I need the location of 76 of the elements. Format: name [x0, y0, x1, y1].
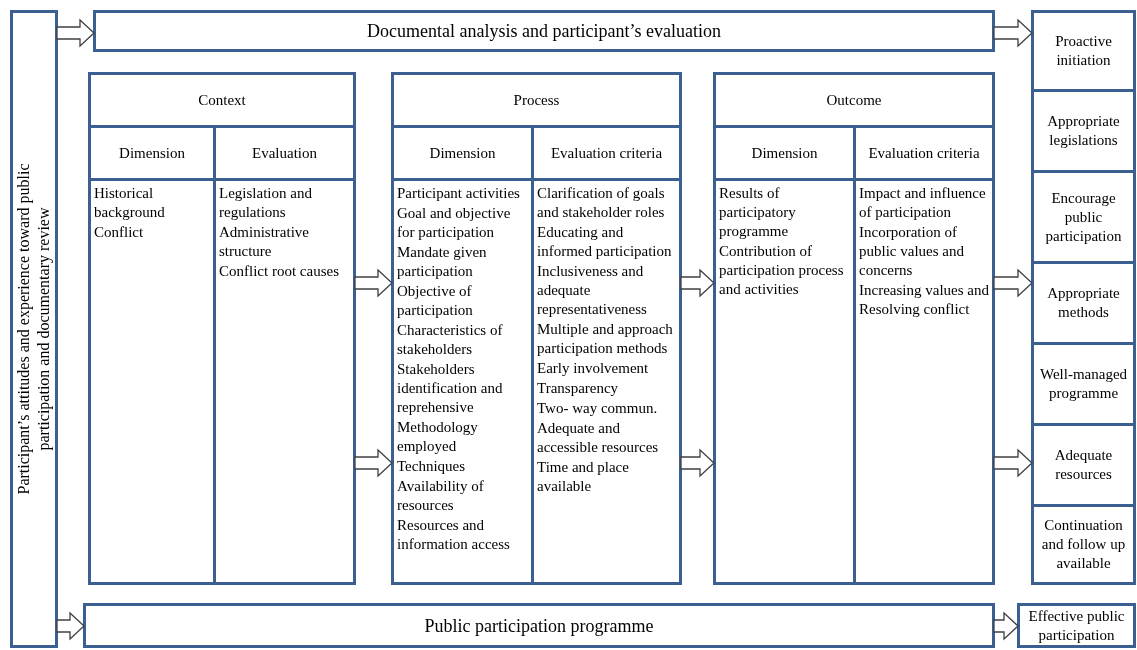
table-column	[91, 125, 216, 582]
outcome-box	[1031, 89, 1136, 173]
criterion-text: Results of participatory programme	[718, 184, 797, 241]
panel-heading: Context	[198, 90, 246, 110]
criterion-text: Resources and information access	[396, 516, 511, 554]
criterion-text: Contribution of participation process and activities	[718, 242, 845, 299]
criterion-text: Participant activities	[396, 184, 521, 203]
criterion-text: Goal and objective for participation	[396, 204, 512, 242]
outcome-box	[1031, 342, 1136, 426]
criterion-text: Techniques	[396, 457, 467, 476]
column-heading: Evaluation criteria	[550, 143, 663, 163]
bar-heading: Documental analysis and participant’s evaluation	[367, 20, 721, 42]
criterion-text: Adequate and accessible resources	[536, 419, 660, 457]
criterion-text: Time and place available	[536, 458, 630, 496]
block-arrow	[993, 448, 1033, 478]
block-arrow	[993, 611, 1019, 641]
criterion-text: Multiple and approach participation methods	[536, 320, 674, 358]
table-column	[394, 125, 534, 582]
block-arrow	[993, 18, 1033, 48]
criterion-text: Early involvement	[536, 359, 650, 378]
criterion-text: Two- way commun.	[536, 399, 659, 418]
criterion-text: Conflict	[93, 223, 145, 242]
box-label: Adequate resources	[1053, 446, 1114, 484]
outcome-box	[1031, 261, 1136, 345]
outcome-box	[1031, 423, 1136, 507]
column-heading: Dimension	[429, 143, 496, 163]
criterion-text: Transparency	[536, 379, 620, 398]
box-label: Appropriate legislations	[1046, 112, 1121, 150]
box-label: Continuation and follow up available	[1040, 516, 1127, 573]
box-label: Well-managed programme	[1038, 365, 1129, 403]
stage-bar	[83, 603, 995, 648]
table-panel	[713, 72, 995, 585]
outcome-box	[1031, 170, 1136, 264]
criterion-text: Inclusiveness and adequate representativeness	[536, 262, 648, 319]
block-arrow	[56, 611, 85, 641]
criterion-text: Mandate given participation	[396, 243, 488, 281]
criterion-text: Methodology employed	[396, 418, 479, 456]
box-label: Proactive initiation	[1054, 32, 1113, 70]
box-label: Appropriate methods	[1046, 284, 1121, 322]
column-heading: Dimension	[119, 143, 185, 163]
block-arrow	[354, 268, 393, 298]
column-heading: Dimension	[751, 143, 818, 163]
criterion-text: Stakeholders identification and reprehensive	[396, 360, 504, 417]
criterion-text: Increasing values and Resolving conflict	[858, 281, 990, 319]
rotated-heading: Participant’s attitudes and experience toward public participation and documentary review	[14, 162, 54, 497]
stage-bar	[93, 10, 995, 52]
criterion-text: Educating and informed participation	[536, 223, 673, 261]
criterion-text: Impact and influence of participation	[858, 184, 987, 222]
block-arrow	[680, 268, 715, 298]
outcome-box	[1031, 504, 1136, 585]
column-heading: Evaluation	[252, 143, 317, 163]
block-arrow	[993, 268, 1033, 298]
table-panel	[391, 72, 682, 585]
side-panel	[10, 10, 58, 648]
criterion-text: Conflict root causes	[218, 262, 340, 281]
criterion-text: Administrative structure	[218, 223, 310, 261]
criterion-text: Availability of resources	[396, 477, 485, 515]
column-heading: Evaluation criteria	[868, 143, 980, 163]
criterion-text: Characteristics of stakeholders	[396, 321, 504, 359]
table-column	[716, 125, 856, 582]
box-label: Encourage public participation	[1044, 188, 1123, 246]
criterion-text: Clarification of goals and stakeholder roles	[536, 184, 666, 222]
criterion-text: Historical background	[93, 184, 166, 222]
criterion-text: Incorporation of public values and concerns	[858, 223, 965, 280]
block-arrow	[680, 448, 715, 478]
table-panel	[88, 72, 356, 585]
block-arrow	[56, 18, 95, 48]
criterion-text: Legislation and regulations	[218, 184, 313, 222]
outcome-box	[1017, 603, 1136, 648]
panel-heading: Process	[513, 90, 560, 110]
outcome-box	[1031, 10, 1136, 92]
criterion-text: Objective of participation	[396, 282, 474, 320]
box-label: Effective public participation	[1027, 606, 1126, 645]
panel-heading: Outcome	[826, 90, 882, 110]
bar-heading: Public participation programme	[424, 614, 654, 637]
block-arrow	[354, 448, 393, 478]
